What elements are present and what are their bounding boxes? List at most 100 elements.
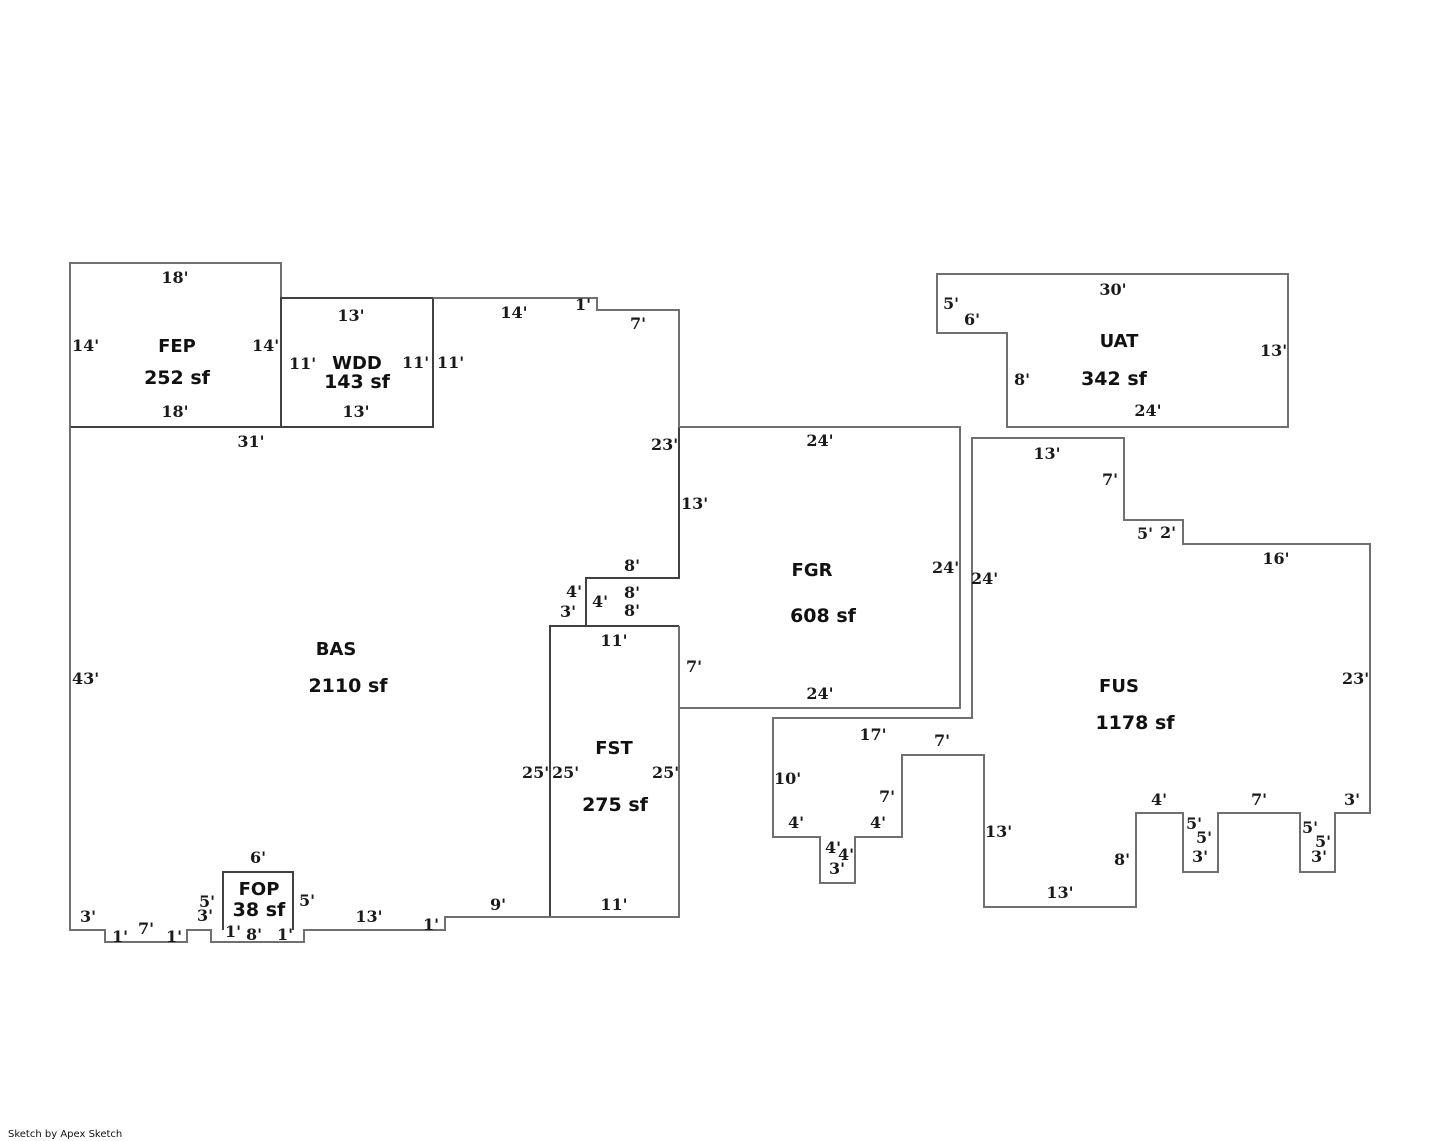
dim-label: 7' (686, 657, 702, 676)
area-code-label: FST (595, 738, 633, 759)
dim-label: 13' (355, 907, 382, 926)
area-fst: 11' 25' 25' 11' FST 275 sf (550, 625, 680, 918)
dim-label: 24' (971, 569, 998, 588)
dim-label: 25' (652, 763, 679, 782)
dim-label: 13' (1260, 341, 1287, 360)
dim-label: 5' (1315, 832, 1331, 851)
dim-label: 3' (560, 602, 576, 621)
dim-label: 4' (566, 582, 582, 601)
area-bas: 14' 1' 7' 23' 13' 8' 4' 8' 3' 4' 8' 25' … (69, 295, 708, 946)
dim-label: 1' (225, 922, 241, 941)
dim-label: 8' (246, 925, 262, 944)
dim-label: 7' (879, 787, 895, 806)
dim-label: 24' (932, 558, 959, 577)
area-code-label: WDD (332, 353, 382, 374)
area-code-label: BAS (316, 639, 357, 660)
dim-label: 23' (1342, 669, 1369, 688)
dim-label: 11' (600, 631, 627, 650)
dim-label: 11' (600, 895, 627, 914)
dim-label: 31' (237, 432, 264, 451)
dim-label: 3' (829, 859, 845, 878)
dim-label: 3' (1192, 847, 1208, 866)
area-fep: 18' 14' 14' 18' FEP 252 sf (69, 262, 282, 427)
dim-label: 8' (624, 601, 640, 620)
area-size-label: 342 sf (1081, 368, 1148, 390)
dim-label: 5' (1196, 828, 1212, 847)
area-code-label: FOP (239, 879, 280, 900)
dim-label: 8' (1114, 850, 1130, 869)
dim-label: 4' (788, 813, 804, 832)
dim-label: 5' (943, 294, 959, 313)
dim-label: 5' (1186, 814, 1202, 833)
dim-label: 14' (252, 336, 279, 355)
dim-label: 2' (1160, 523, 1176, 542)
area-size-label: 252 sf (144, 367, 211, 389)
dim-label: 1' (277, 925, 293, 944)
dim-label: 13' (337, 306, 364, 325)
dim-label: 5' (299, 891, 315, 910)
dim-label: 4' (838, 845, 854, 864)
area-fop: 6' 1' 8' 1' FOP 38 sf (222, 848, 294, 944)
bas-outline-left-bottom (69, 427, 550, 943)
area-uat: 30' 5' 6' 13' 8' 24' UAT 342 sf (936, 273, 1289, 428)
dim-label: 17' (859, 725, 886, 744)
dim-label: 1' (575, 295, 591, 314)
dim-label: 1' (423, 915, 439, 934)
area-wdd: 13' 11' 11' 13' 11' WDD 143 sf (280, 297, 464, 428)
dim-label: 13' (985, 822, 1012, 841)
dim-label: 3' (1311, 847, 1327, 866)
dim-label: 24' (806, 431, 833, 450)
area-size-label: 143 sf (324, 371, 391, 393)
dim-label: 5' (1137, 524, 1153, 543)
dim-label: 18' (161, 268, 188, 287)
sketch-credit: Sketch by Apex Sketch (8, 1129, 123, 1140)
dim-label: 25' (552, 763, 579, 782)
dim-label: 4' (1151, 790, 1167, 809)
dim-label: 11' (402, 353, 429, 372)
dim-label: 8' (624, 583, 640, 602)
dim-label: 13' (1033, 444, 1060, 463)
area-code-label: FUS (1099, 676, 1139, 697)
bas-outline-right (549, 427, 680, 917)
area-size-label: 275 sf (582, 794, 649, 816)
dim-label: 7' (934, 731, 950, 750)
area-code-label: UAT (1100, 331, 1140, 352)
dim-label: 16' (1262, 549, 1289, 568)
area-size-label: 38 sf (233, 899, 286, 921)
bas-outline-top (433, 297, 680, 427)
dim-label: 3' (1344, 790, 1360, 809)
dim-label: 11' (437, 353, 464, 372)
area-size-label: 1178 sf (1095, 712, 1175, 734)
dim-label: 7' (138, 919, 154, 938)
dim-label: 3' (197, 906, 213, 925)
dim-label: 18' (161, 402, 188, 421)
dim-label: 7' (1102, 470, 1118, 489)
dim-label: 5' (199, 892, 215, 911)
dim-label: 7' (630, 314, 646, 333)
area-fgr: 24' 24' 24' 7' FGR 608 sf (679, 426, 961, 709)
area-size-label: 608 sf (790, 605, 857, 627)
dim-label: 14' (72, 336, 99, 355)
dim-label: 3' (80, 907, 96, 926)
area-fus: 24' 13' 7' 5' 2' 16' 23' 17' 7' 10' 7' 4… (772, 437, 1371, 908)
dim-label: 24' (1134, 401, 1161, 420)
dim-label: 1' (166, 927, 182, 946)
dim-label: 10' (774, 769, 801, 788)
uat-outline (936, 273, 1289, 428)
dim-label: 4' (870, 813, 886, 832)
dim-label: 13' (681, 494, 708, 513)
dim-label: 8' (624, 556, 640, 575)
fgr-outline (679, 426, 961, 709)
dim-label: 7' (1251, 790, 1267, 809)
dim-label: 14' (500, 303, 527, 322)
dim-label: 30' (1099, 280, 1126, 299)
dim-label: 25' (522, 763, 549, 782)
area-size-label: 2110 sf (308, 675, 388, 697)
area-code-label: FGR (792, 560, 833, 581)
dim-label: 6' (964, 310, 980, 329)
dim-label: 4' (825, 838, 841, 857)
dim-label: 23' (651, 435, 678, 454)
dim-label: 4' (592, 592, 608, 611)
dim-label: 9' (490, 895, 506, 914)
